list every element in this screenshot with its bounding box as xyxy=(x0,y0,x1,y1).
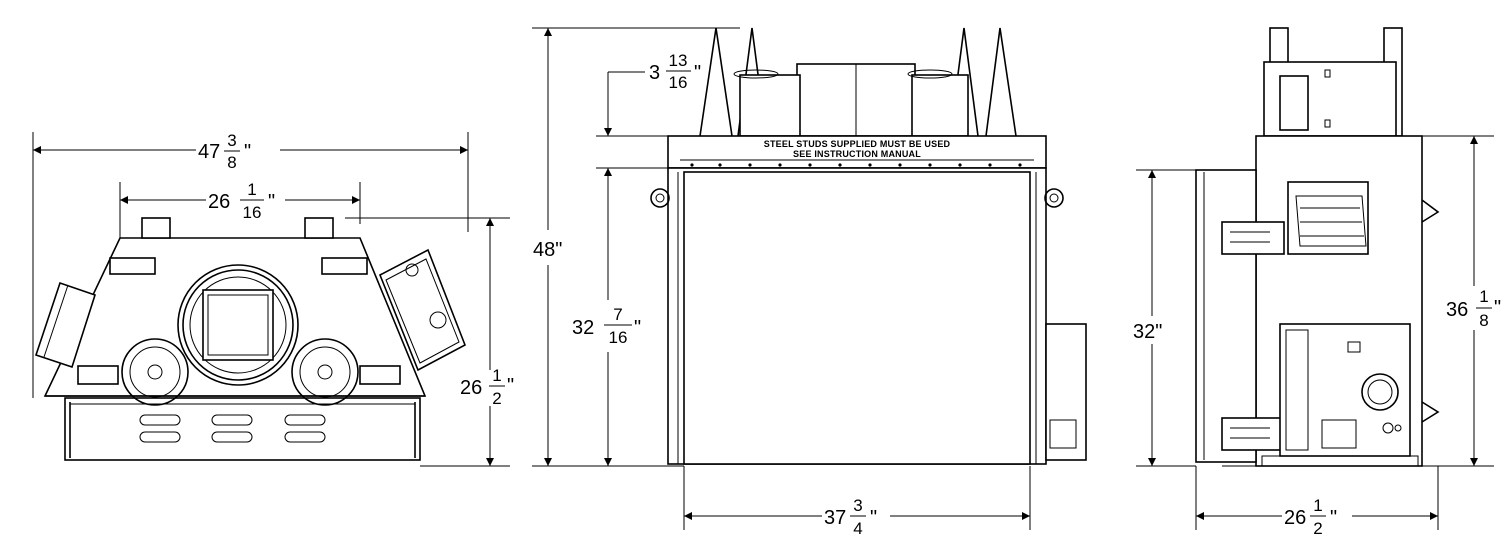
svg-text:1: 1 xyxy=(1479,287,1488,306)
svg-text:": " xyxy=(694,62,701,84)
svg-text:1: 1 xyxy=(492,366,501,385)
svg-text:8: 8 xyxy=(227,153,236,172)
svg-text:26: 26 xyxy=(1284,507,1306,529)
svg-text:": " xyxy=(244,141,251,163)
svg-text:": " xyxy=(1330,507,1337,529)
dim-opening-height: 32 7 16 " xyxy=(572,305,641,347)
rivet-dots xyxy=(690,163,1022,167)
dim-overall-height: 48" xyxy=(533,239,562,261)
svg-text:7: 7 xyxy=(613,305,622,324)
svg-text:47: 47 xyxy=(198,141,220,163)
svg-text:": " xyxy=(507,375,514,397)
dim-side-depth: 26 1 2 " xyxy=(1284,496,1337,538)
valve-control-box xyxy=(378,248,467,372)
svg-text:1: 1 xyxy=(1313,496,1322,515)
flue-collar xyxy=(177,264,299,386)
warning-label-line1: STEEL STUDS SUPPLIED MUST BE USED xyxy=(764,139,951,149)
side-view: 32" 36 1 8 " 26 1 2 " xyxy=(1133,27,1501,538)
svg-text:2: 2 xyxy=(492,389,501,408)
svg-text:32: 32 xyxy=(572,317,594,339)
svg-text:13: 13 xyxy=(669,51,688,70)
svg-text:26: 26 xyxy=(460,377,482,399)
warning-label-line2: SEE INSTRUCTION MANUAL xyxy=(793,149,921,159)
svg-text:3: 3 xyxy=(649,62,660,84)
dim-depth: 26 1 2 " xyxy=(460,366,514,408)
burner-ports xyxy=(121,338,359,406)
svg-text:3: 3 xyxy=(227,131,236,150)
svg-text:37: 37 xyxy=(824,507,846,529)
svg-text:3: 3 xyxy=(853,496,862,515)
svg-text:1: 1 xyxy=(247,180,256,199)
svg-text:36: 36 xyxy=(1446,299,1468,321)
dim-side-overall-height: 36 1 8 " xyxy=(1446,287,1501,330)
dim-top-offset: 3 13 16 " xyxy=(649,51,701,92)
svg-text:4: 4 xyxy=(853,519,862,538)
dim-overall-width: 47 3 8 " xyxy=(198,131,251,172)
svg-text:": " xyxy=(268,191,275,213)
dim-side-height: 32" xyxy=(1133,321,1162,343)
svg-text:16: 16 xyxy=(243,203,262,222)
side-vent-housing xyxy=(1287,181,1369,255)
dim-inner-width: 26 1 16 " xyxy=(208,180,275,222)
svg-text:26: 26 xyxy=(208,191,230,213)
control-panel-box xyxy=(1279,323,1411,457)
top-view: 47 3 8 " 26 1 16 " 26 1 2 " xyxy=(32,131,514,467)
vent-slots xyxy=(139,414,326,443)
svg-text:2: 2 xyxy=(1313,519,1322,538)
svg-text:": " xyxy=(634,317,641,339)
svg-text:16: 16 xyxy=(669,73,688,92)
svg-text:": " xyxy=(1494,297,1501,319)
front-view: STEEL STUDS SUPPLIED MUST BE USED SEE IN… xyxy=(532,27,1087,538)
svg-text:8: 8 xyxy=(1479,311,1488,330)
svg-text:16: 16 xyxy=(609,328,628,347)
svg-text:": " xyxy=(870,507,877,529)
dim-opening-width: 37 3 4 " xyxy=(824,496,877,538)
